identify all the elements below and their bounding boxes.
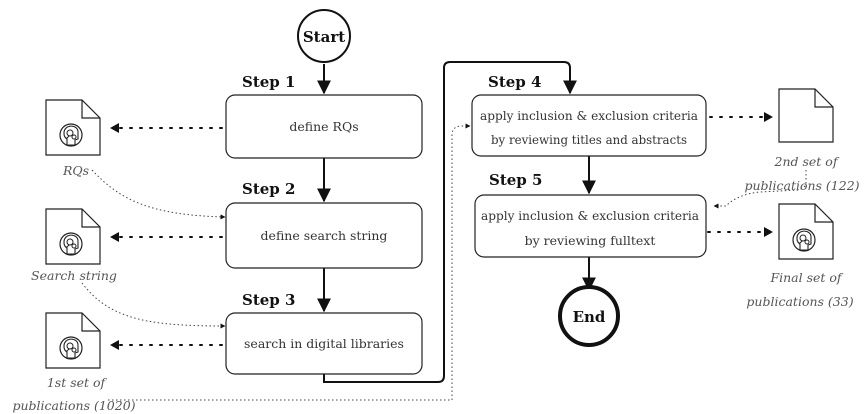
arrow-step3-to-step4 [323, 61, 577, 383]
start-terminal: Start [297, 9, 351, 63]
step-2-box [225, 202, 423, 269]
step-2: Step 2 define search string [225, 180, 423, 269]
document-final-set: Final set of publications (33) [746, 203, 854, 309]
step-4-box [471, 94, 707, 157]
2nd-set-caption-line-1: 2nd set of [774, 154, 840, 169]
step-5: Step 5 apply inclusion & exclusion crite… [474, 171, 707, 258]
head-document-icon [45, 99, 101, 156]
search-string-caption: Search string [31, 268, 117, 283]
start-label: Start [303, 28, 345, 46]
step-4-line-1: apply inclusion & exclusion criteria [480, 108, 699, 123]
step-5-box [474, 194, 707, 258]
document-1st-set: 1st set of publications (1020) [12, 312, 136, 413]
step-5-line-2: by reviewing fulltext [525, 233, 656, 248]
output-arrowheads [110, 112, 773, 350]
step-3-box [225, 312, 423, 375]
final-set-caption-line-1: Final set of [769, 270, 843, 285]
final-set-caption-line-2: publications (33) [746, 294, 853, 309]
dots-searchstring-to-step3 [81, 282, 226, 329]
step-1: Step 1 define RQs [225, 73, 423, 159]
output-connectors [117, 116, 765, 346]
step-3-label: Step 3 [242, 291, 295, 309]
end-terminal: End [558, 285, 620, 347]
step-5-line-1: apply inclusion & exclusion criteria [481, 208, 700, 223]
flow-connectors [317, 61, 596, 383]
step-4: Step 4 apply inclusion & exclusion crite… [471, 73, 707, 157]
head-document-icon [45, 312, 101, 369]
document-rqs: RQs [45, 99, 101, 178]
step-2-label: Step 2 [242, 180, 295, 198]
document-2nd-set: 2nd set of publications (122) [744, 88, 860, 193]
step-3: Step 3 search in digital libraries [225, 291, 423, 375]
step-1-label: Step 1 [242, 73, 295, 91]
end-label: End [573, 308, 606, 326]
rqs-caption: RQs [62, 163, 89, 178]
blank-document-icon [778, 88, 834, 143]
document-search-string: Search string [31, 208, 117, 283]
step-2-text: define search string [261, 228, 388, 243]
1st-set-caption-line-1: 1st set of [47, 375, 108, 390]
step-5-label: Step 5 [489, 171, 542, 189]
input-connectors [81, 123, 807, 401]
step-4-line-2: by reviewing titles and abstracts [491, 132, 687, 147]
step-1-text: define RQs [289, 119, 358, 134]
step-3-text: search in digital libraries [244, 336, 404, 351]
dots-1stset-to-step4 [108, 123, 471, 401]
head-document-icon [45, 208, 101, 265]
head-document-icon [778, 203, 834, 260]
step-1-box [225, 94, 423, 159]
dots-rqs-to-step2 [91, 169, 226, 220]
step-4-label: Step 4 [488, 73, 541, 91]
2nd-set-caption-line-2: publications (122) [744, 178, 859, 193]
1st-set-caption-line-2: publications (1020) [12, 398, 135, 413]
